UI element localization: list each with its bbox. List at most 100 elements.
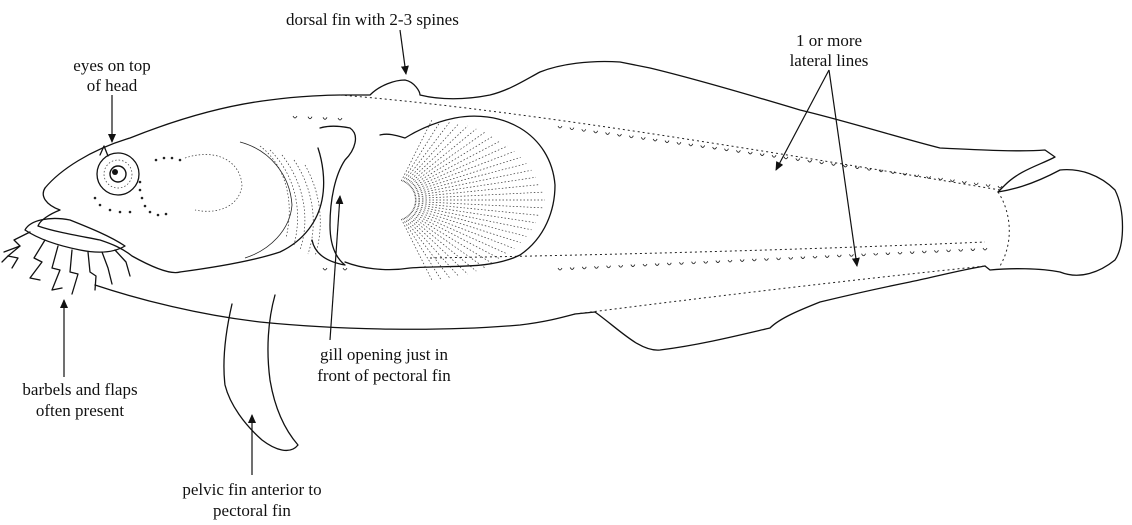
- lateral-pore: [950, 180, 954, 182]
- fin-ray: [413, 209, 521, 243]
- lateral-pore: [801, 257, 805, 259]
- lateral-pore: [570, 267, 574, 269]
- fin-ray: [415, 201, 543, 207]
- body-midline: [430, 242, 985, 258]
- lateral-pore: [813, 256, 817, 258]
- fin-ray: [414, 207, 527, 236]
- lateral-pore: [679, 262, 683, 264]
- lateral-pore: [862, 254, 866, 256]
- lateral-pore: [338, 118, 342, 120]
- fin-ray: [401, 119, 432, 181]
- arrow-gill: [330, 196, 340, 340]
- lateral-pore: [789, 257, 793, 259]
- lateral-pore: [594, 266, 598, 268]
- lateral-pore: [843, 165, 847, 167]
- lateral-pore: [570, 128, 574, 130]
- lateral-pore: [607, 266, 611, 268]
- fin-ray: [415, 177, 536, 195]
- lateral-pore: [617, 134, 621, 136]
- lateral-pore: [704, 261, 708, 263]
- lateral-line-upper: [293, 116, 1002, 188]
- lateral-pore: [777, 258, 781, 260]
- head-outline: [38, 188, 180, 273]
- label-lateral-line2: lateral lines: [790, 51, 869, 70]
- lateral-pore: [784, 157, 788, 159]
- fin-ray: [413, 157, 521, 191]
- cheek: [185, 154, 242, 211]
- lateral-pore: [323, 268, 327, 270]
- fin-ray: [405, 123, 459, 183]
- fin-ray: [414, 164, 527, 193]
- fin-ray: [414, 206, 531, 230]
- anal-fin-base: [575, 266, 985, 314]
- label-pelvic-line1: pelvic fin anterior to: [182, 480, 321, 499]
- lateral-pore: [343, 268, 347, 270]
- fin-ray: [412, 146, 508, 189]
- fin-ray: [407, 126, 468, 184]
- lateral-pore: [959, 249, 963, 251]
- label-gill-line1: gill opening just in: [320, 345, 448, 364]
- anal-fin: [575, 266, 985, 350]
- lateral-pore: [891, 171, 895, 173]
- label-eyes-line1: eyes on top: [73, 56, 150, 75]
- lateral-pore: [772, 155, 776, 157]
- lateral-pore: [716, 261, 720, 263]
- fin-ray: [412, 211, 508, 254]
- lateral-pore: [665, 141, 669, 143]
- lateral-pore: [629, 136, 633, 138]
- lateral-pore: [643, 264, 647, 266]
- label-dorsal-fin: dorsal fin with 2-3 spines: [286, 10, 459, 29]
- dorsal-fin-base: [340, 95, 1000, 190]
- fin-ray: [401, 219, 432, 281]
- label-pelvic-line2: pectoral fin: [213, 501, 291, 520]
- fin-ray: [415, 192, 543, 198]
- lateral-pore: [740, 259, 744, 261]
- label-lateral-line1: 1 or more: [796, 31, 862, 50]
- lateral-pore: [983, 248, 987, 250]
- eye: [97, 153, 139, 195]
- lateral-pore: [594, 131, 598, 133]
- lateral-pore: [582, 267, 586, 269]
- lateral-pore: [752, 259, 756, 261]
- lateral-pore: [728, 260, 732, 262]
- lateral-pore: [947, 250, 951, 252]
- fin-ray: [411, 141, 501, 188]
- lateral-pore: [748, 152, 752, 154]
- lateral-pore: [692, 262, 696, 264]
- lateral-pore: [655, 263, 659, 265]
- lateral-pore: [832, 163, 836, 165]
- label-barbels-line1: barbels and flaps: [22, 380, 137, 399]
- lateral-pore: [910, 251, 914, 253]
- lateral-pore: [986, 184, 990, 186]
- arrow-lateral-upper: [776, 70, 829, 170]
- preoperculum: [240, 142, 292, 258]
- fin-ray: [414, 170, 531, 194]
- lateral-pore: [606, 132, 610, 134]
- lateral-pore: [701, 145, 705, 147]
- fin-ray: [403, 218, 442, 280]
- lateral-pore: [641, 137, 645, 139]
- arrow-dorsal: [400, 30, 406, 74]
- label-eyes-line2: of head: [87, 76, 138, 95]
- lateral-pore: [653, 139, 657, 141]
- fin-ray: [410, 213, 493, 263]
- lateral-pore: [934, 250, 938, 252]
- label-barbels-line2: often present: [36, 401, 125, 420]
- lateral-pore: [689, 144, 693, 146]
- lateral-pore: [713, 147, 717, 149]
- lateral-pore: [724, 149, 728, 151]
- lateral-pore: [971, 249, 975, 251]
- lateral-pore: [764, 258, 768, 260]
- caudal-fin: [985, 170, 1123, 276]
- caudal-base: [998, 192, 1009, 266]
- arrow-lateral-lower: [829, 70, 857, 266]
- gill-opening: [312, 126, 355, 265]
- lateral-pore: [558, 126, 562, 128]
- lateral-pore: [619, 265, 623, 267]
- lateral-pore: [874, 253, 878, 255]
- lateral-pore: [293, 116, 297, 118]
- lateral-pore: [736, 150, 740, 152]
- body-outline: [45, 61, 1055, 192]
- lateral-pore: [582, 129, 586, 131]
